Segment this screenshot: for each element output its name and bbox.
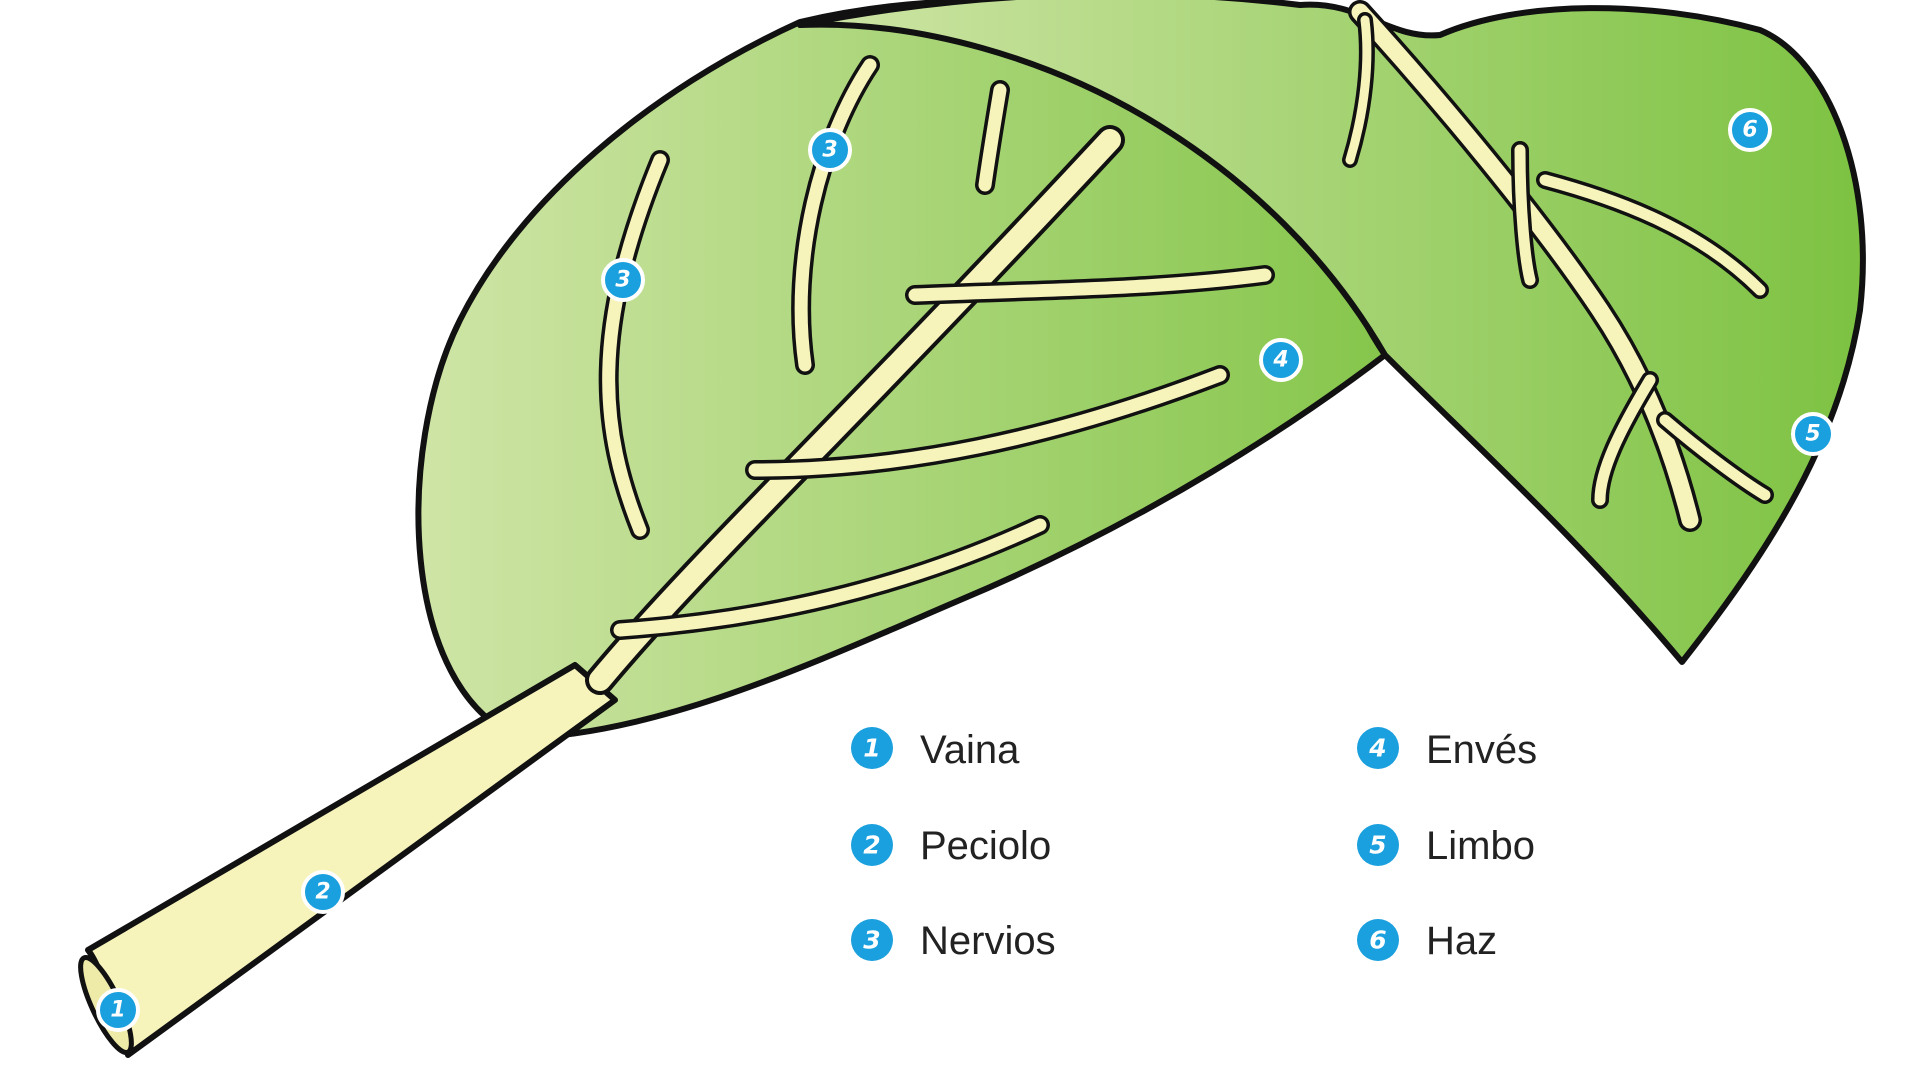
svg-text:Nervios: Nervios xyxy=(920,919,1056,963)
legend-item-haz: 6 Haz xyxy=(1357,919,1497,963)
legend-item-vaina: 1 Vaina xyxy=(851,727,1020,772)
svg-text:4: 4 xyxy=(1368,734,1386,763)
svg-text:2: 2 xyxy=(863,831,880,860)
svg-text:Envés: Envés xyxy=(1426,728,1537,772)
marker-nervios-top: 3 xyxy=(808,128,852,172)
svg-text:3: 3 xyxy=(615,268,630,293)
svg-text:5: 5 xyxy=(1805,422,1820,447)
marker-peciolo: 2 xyxy=(301,870,345,914)
marker-nervios-left: 3 xyxy=(601,258,645,302)
svg-text:4: 4 xyxy=(1272,348,1288,373)
svg-text:6: 6 xyxy=(1742,118,1757,143)
legend-item-nervios: 3 Nervios xyxy=(851,919,1056,963)
svg-text:Vaina: Vaina xyxy=(920,728,1020,772)
marker-limbo: 5 xyxy=(1791,412,1835,456)
svg-text:2: 2 xyxy=(315,880,330,905)
veins-underside xyxy=(585,55,1275,695)
veins-upperside xyxy=(1342,0,1774,532)
legend-item-peciolo: 2 Peciolo xyxy=(851,824,1051,868)
marker-vaina: 1 xyxy=(96,988,140,1032)
svg-text:5: 5 xyxy=(1369,831,1386,860)
legend: 1 Vaina 2 Peciolo 3 Nervios 4 Envés 5 Li… xyxy=(851,727,1537,963)
legend-item-limbo: 5 Limbo xyxy=(1357,824,1535,868)
svg-text:1: 1 xyxy=(863,734,880,763)
svg-text:3: 3 xyxy=(822,138,837,163)
svg-text:Limbo: Limbo xyxy=(1426,824,1535,868)
petiole xyxy=(85,662,618,1058)
svg-text:6: 6 xyxy=(1369,926,1386,955)
svg-text:1: 1 xyxy=(110,998,125,1023)
svg-text:Haz: Haz xyxy=(1426,919,1497,963)
svg-text:Peciolo: Peciolo xyxy=(920,824,1051,868)
marker-enves: 4 xyxy=(1259,338,1303,382)
svg-text:3: 3 xyxy=(863,926,880,955)
marker-haz: 6 xyxy=(1728,108,1772,152)
legend-item-enves: 4 Envés xyxy=(1357,727,1537,772)
